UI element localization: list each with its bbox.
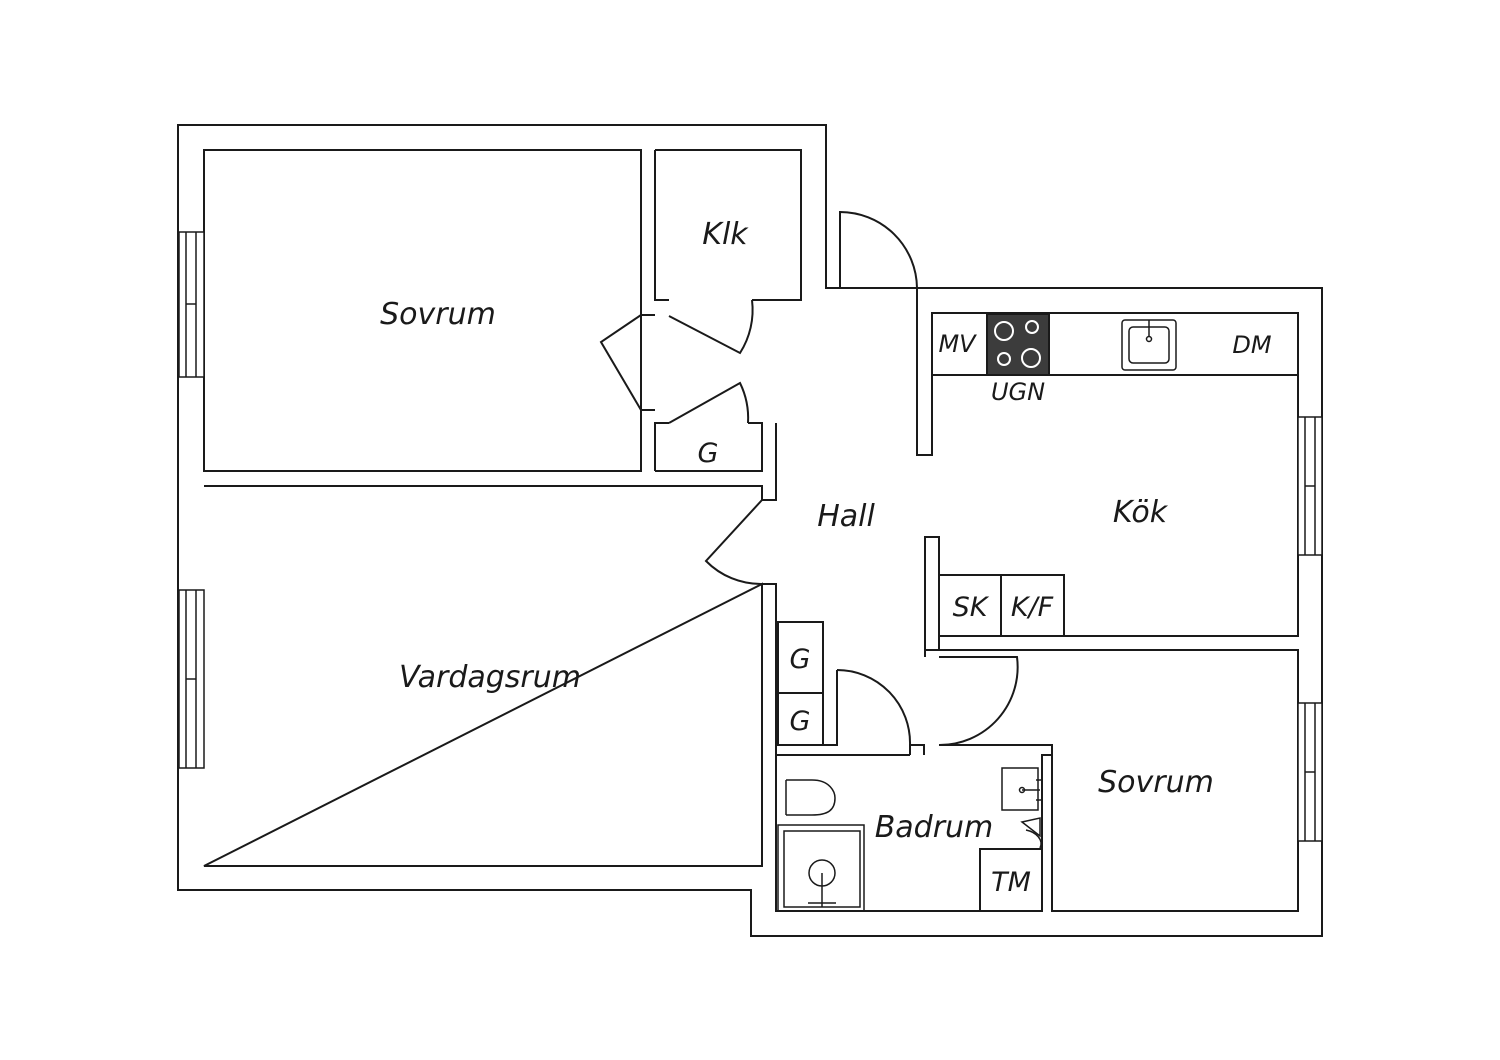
label-ugn: UGN (991, 378, 1045, 406)
label-g-lower: G (790, 706, 811, 737)
toilet-icon (785, 779, 836, 816)
door-badrum (836, 669, 912, 746)
cabinet-kf (1000, 574, 1065, 637)
kitchen-sink-icon (1121, 319, 1177, 371)
window-sovrum-top (178, 231, 205, 378)
stove-burners-icon (994, 320, 1041, 368)
door-g-closet (668, 381, 750, 424)
door-klk (668, 299, 754, 355)
label-sovrum-top: Sovrum (380, 297, 496, 332)
label-kok: Kök (1113, 495, 1169, 530)
room-g-closet-top (654, 422, 763, 472)
room-klk (654, 149, 802, 301)
cabinet-tm (979, 848, 1043, 912)
hall-closet-wall (823, 670, 838, 746)
kitchen-counter (931, 312, 1299, 376)
exterior-wall-outline (177, 124, 1323, 937)
label-g-upper: G (790, 644, 811, 675)
window-kok (1297, 416, 1323, 556)
stove (986, 313, 1050, 376)
room-vardagsrum (203, 485, 763, 867)
label-sk: SK (953, 592, 990, 623)
hall-wall-stub-left-upper (762, 423, 777, 501)
label-kf: K/F (1011, 592, 1054, 623)
label-klk: Klk (702, 217, 749, 252)
hall-wall-stub-left-lower (762, 583, 777, 890)
label-mv: MV (938, 330, 977, 358)
door-vardagsrum (704, 499, 763, 586)
label-badrum: Badrum (875, 810, 994, 845)
hall-wall-left-top (641, 314, 655, 411)
hall-kitchen-divider (916, 288, 933, 456)
label-dm: DM (1232, 331, 1271, 359)
hall-kitchen-divider-lower (924, 536, 940, 651)
label-tm: TM (991, 867, 1031, 898)
label-hall: Hall (817, 499, 875, 534)
wall-fixture-icon (1020, 817, 1042, 849)
closet-g-lower (777, 692, 824, 746)
door-sovrum-bottom (938, 656, 1019, 747)
label-sovrum-bottom: Sovrum (1098, 765, 1214, 800)
label-g-top: G (698, 438, 719, 469)
window-vardagsrum (178, 589, 205, 769)
window-sovrum-bottom (1297, 702, 1323, 842)
door-sovrum-top (599, 314, 642, 411)
shower-icon (777, 824, 865, 912)
label-vardagsrum: Vardagsrum (399, 660, 581, 695)
bathroom-sink-icon (1001, 767, 1042, 811)
door-entrance (839, 210, 918, 289)
